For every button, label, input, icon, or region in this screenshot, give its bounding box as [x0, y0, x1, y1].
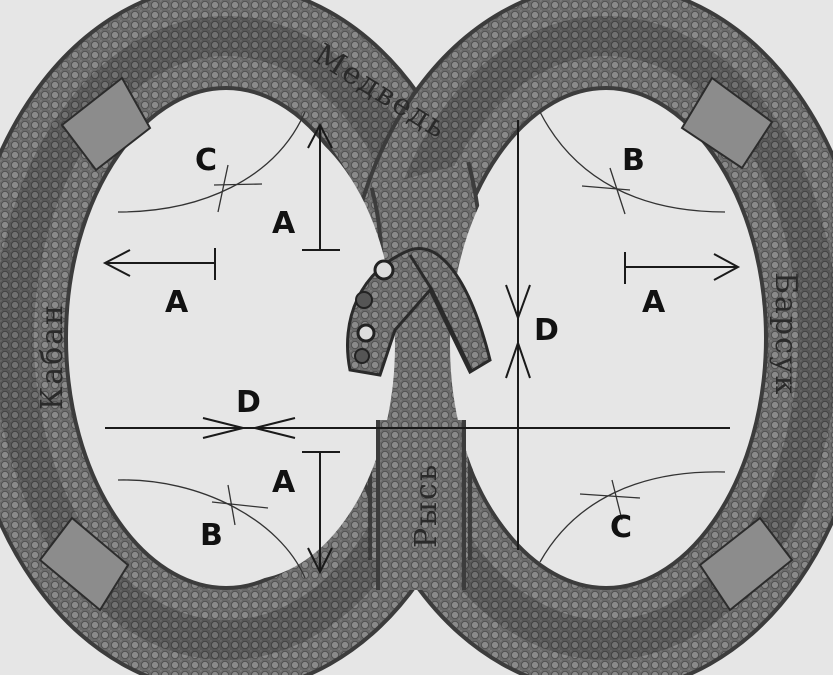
right-window [450, 110, 750, 580]
animal-label-right: Барсук [768, 272, 803, 396]
serpent-eye [375, 261, 393, 279]
label-c-top-left: C [195, 143, 217, 178]
label-d-left-horizontal: D [236, 385, 261, 420]
label-c-bottom-right: C [610, 510, 632, 545]
label-a-bottom-left-vertical: A [272, 465, 296, 500]
label-d-right-vertical: D [534, 313, 559, 348]
animal-label-left: Кабан [35, 303, 70, 410]
label-b-bottom-left: B [200, 518, 223, 553]
label-a-top-left-vertical: A [272, 206, 296, 241]
animal-label-bottom: Рысь [409, 463, 444, 548]
label-a-right-horizontal: A [642, 285, 666, 320]
label-b-top-right: B [622, 143, 645, 178]
label-a-left-horizontal: A [165, 285, 189, 320]
